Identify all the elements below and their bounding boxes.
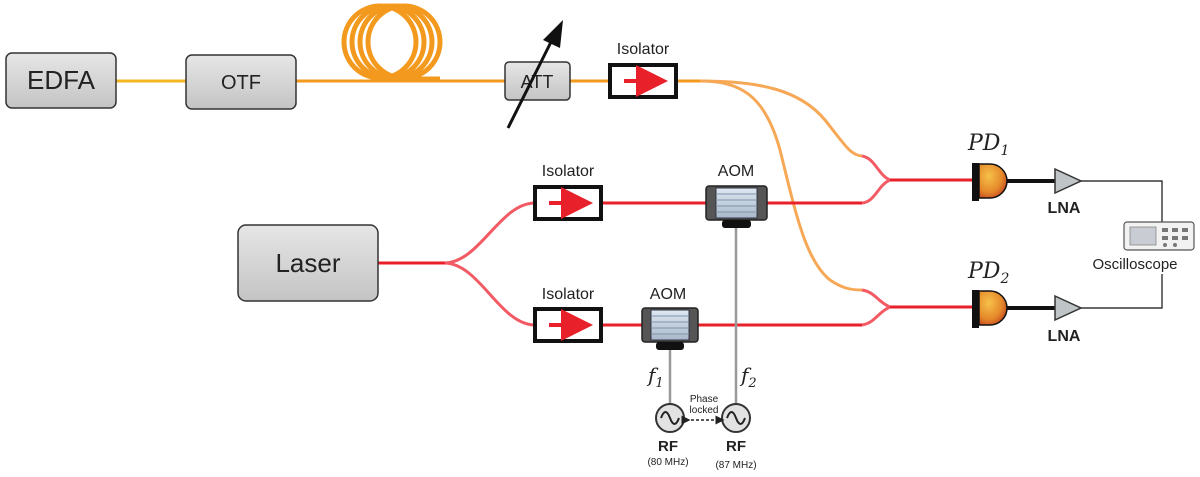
aom-upper-icon bbox=[705, 185, 768, 228]
fiber-signal-branch-b bbox=[699, 79, 863, 292]
f1-label: f1 bbox=[646, 363, 664, 391]
att-box bbox=[504, 61, 571, 101]
photodiode-1-icon bbox=[972, 163, 1008, 201]
rf-source-1-freq: (80 MHz) bbox=[647, 457, 688, 468]
phase-label-line2: locked bbox=[690, 405, 719, 416]
rf-source-2-freq: (87 MHz) bbox=[715, 460, 756, 471]
rf-source-1-icon bbox=[655, 403, 685, 433]
phase-label-line1: Phase bbox=[690, 394, 719, 405]
wire-lna1-scope bbox=[1081, 180, 1163, 222]
lna-1-icon bbox=[1054, 167, 1083, 195]
rf-source-1-label: RF bbox=[658, 438, 678, 455]
fiber-laser-branch-down bbox=[444, 261, 536, 327]
photodiode-2-icon bbox=[972, 290, 1008, 328]
coupler-2 bbox=[861, 288, 891, 327]
isolator-top-label: Isolator bbox=[617, 41, 670, 58]
coupler-1 bbox=[861, 154, 891, 205]
lna-2-label: LNA bbox=[1048, 328, 1081, 345]
oscilloscope-label: Oscilloscope bbox=[1092, 256, 1177, 273]
wire-lna2-scope bbox=[1081, 274, 1163, 309]
fiber-laser-branch-up bbox=[444, 201, 536, 265]
pd1-label: PD1 bbox=[967, 131, 1009, 159]
edfa-label: EDFA bbox=[27, 65, 96, 95]
laser-label: Laser bbox=[275, 248, 340, 278]
fiber-signal-branch-a bbox=[699, 79, 863, 158]
aom-lower-label: AOM bbox=[650, 286, 686, 303]
rf-source-2-icon bbox=[721, 403, 751, 433]
att-label: ATT bbox=[521, 72, 554, 92]
aom-lower-icon bbox=[641, 307, 699, 350]
laser-box bbox=[237, 224, 379, 302]
edfa-box bbox=[5, 52, 117, 109]
oscilloscope-icon bbox=[1123, 221, 1195, 251]
aom-upper-label: AOM bbox=[718, 163, 754, 180]
variable-arrow-icon bbox=[506, 20, 563, 129]
fiber-spool-icon bbox=[341, 3, 443, 81]
otf-box bbox=[185, 54, 297, 110]
isolator-mid-label: Isolator bbox=[542, 163, 595, 180]
lna-2-icon bbox=[1054, 294, 1083, 322]
rf-source-2-label: RF bbox=[726, 438, 746, 455]
f2-label: f2 bbox=[739, 363, 757, 391]
pd2-label: PD2 bbox=[967, 259, 1009, 287]
lna-1-label: LNA bbox=[1048, 200, 1081, 217]
otf-label: OTF bbox=[221, 72, 261, 94]
isolator-bottom-label: Isolator bbox=[542, 286, 595, 303]
